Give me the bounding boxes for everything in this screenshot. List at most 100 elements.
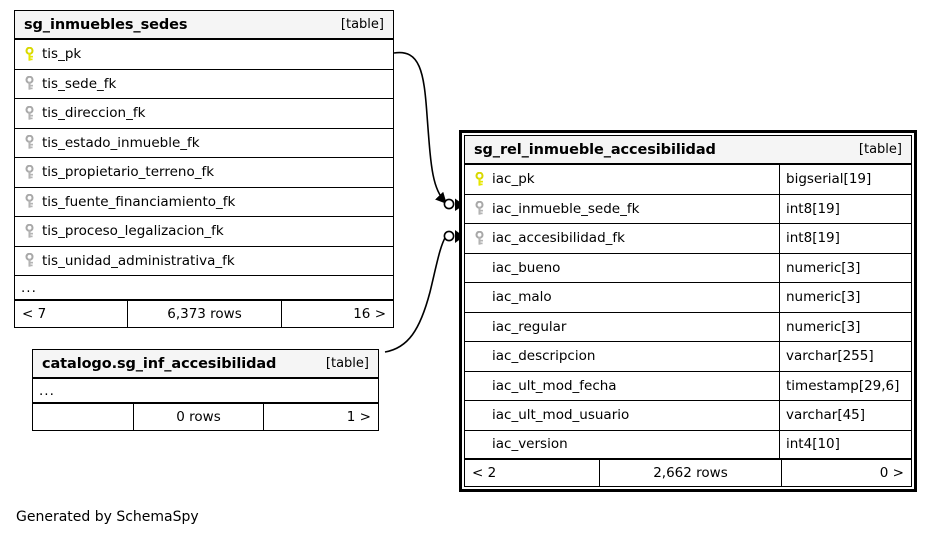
column-type-cell: int4[10]	[779, 430, 911, 458]
column-cell: tis_sede_fk	[15, 70, 393, 99]
column-cell: tis_proceso_legalizacion_fk	[15, 217, 393, 246]
column-cell: iac_ult_mod_usuario	[465, 401, 779, 430]
column-type-cell: int8[19]	[779, 194, 911, 223]
column-name: iac_descripcion	[492, 348, 596, 365]
table-row[interactable]: iac_malo numeric[3]	[465, 283, 911, 313]
table-row[interactable]: iac_ult_mod_fecha timestamp[29,6]	[465, 371, 911, 401]
column-cell: tis_direccion_fk	[15, 99, 393, 128]
column-cell: tis_unidad_administrativa_fk	[15, 247, 393, 276]
key-icon-foreign	[472, 200, 487, 216]
relationship-endpoint-circle-accesibilidad	[443, 230, 455, 242]
table-kind-label: [table]	[340, 17, 384, 32]
prev-tables-button[interactable]	[33, 404, 133, 430]
table-row[interactable]: tis_propietario_terreno_fk	[15, 158, 393, 188]
table-footer-catalogo-sg-inf-accesibilidad: 0 rows 1 >	[33, 404, 378, 430]
table-row[interactable]: iac_ult_mod_usuario varchar[45]	[465, 401, 911, 431]
more-columns-indicator: ...	[33, 379, 378, 404]
next-tables-button[interactable]: 1 >	[346, 409, 371, 425]
column-name: tis_sede_fk	[42, 75, 117, 92]
column-name: iac_inmueble_sede_fk	[492, 200, 640, 217]
column-name: tis_estado_inmueble_fk	[42, 134, 200, 151]
column-cell: tis_pk	[15, 40, 393, 69]
table-row[interactable]: iac_pk bigserial[19]	[465, 165, 911, 195]
key-icon-foreign	[22, 134, 37, 150]
column-name: iac_pk	[492, 171, 535, 188]
table-row[interactable]: iac_version int4[10]	[465, 430, 911, 460]
generated-by-label: Generated by SchemaSpy	[16, 509, 199, 525]
table-header-catalogo-sg-inf-accesibilidad: catalogo.sg_inf_accesibilidad [table]	[33, 350, 378, 379]
table-footer-sg-inmuebles-sedes: < 7 6,373 rows 16 >	[15, 301, 393, 327]
table-row[interactable]: tis_pk	[15, 40, 393, 70]
table-title: sg_rel_inmueble_accesibilidad	[474, 141, 716, 158]
table-row[interactable]: tis_proceso_legalizacion_fk	[15, 217, 393, 247]
row-count-label: 2,662 rows	[598, 460, 783, 486]
column-type-cell: varchar[45]	[779, 401, 911, 430]
table-row[interactable]: iac_accesibilidad_fk int8[19]	[465, 224, 911, 254]
next-tables-button[interactable]: 16 >	[353, 306, 386, 322]
table-title: sg_inmuebles_sedes	[24, 16, 188, 33]
table-row[interactable]: tis_fuente_financiamiento_fk	[15, 188, 393, 217]
column-cell: iac_version	[465, 431, 779, 459]
column-cell: iac_descripcion	[465, 342, 779, 371]
table-row[interactable]: tis_sede_fk	[15, 70, 393, 99]
table-sg-inmuebles-sedes[interactable]: sg_inmuebles_sedes [table] tis_pk	[14, 10, 394, 328]
table-row[interactable]: tis_direccion_fk	[15, 99, 393, 129]
table-row[interactable]: iac_regular numeric[3]	[465, 312, 911, 342]
key-icon-foreign	[22, 193, 37, 209]
table-row[interactable]: tis_unidad_administrativa_fk	[15, 247, 393, 276]
table-row[interactable]: iac_bueno numeric[3]	[465, 253, 911, 283]
column-cell: iac_malo	[465, 283, 779, 312]
prev-tables-button[interactable]: < 2	[472, 465, 497, 481]
column-name: iac_regular	[492, 318, 567, 335]
column-cell: iac_pk	[465, 165, 779, 194]
column-cell: tis_fuente_financiamiento_fk	[15, 188, 393, 217]
column-cell: iac_regular	[465, 313, 779, 342]
column-cell: tis_estado_inmueble_fk	[15, 129, 393, 158]
column-name: tis_pk	[42, 46, 82, 63]
table-row[interactable]: iac_descripcion varchar[255]	[465, 342, 911, 372]
column-cell: tis_propietario_terreno_fk	[15, 158, 393, 187]
table-sg-rel-inmueble-accesibilidad[interactable]: sg_rel_inmueble_accesibilidad [table] ia…	[459, 130, 917, 492]
table-kind-label: [table]	[858, 142, 902, 157]
table-kind-label: [table]	[325, 356, 369, 371]
column-type-cell: int8[19]	[779, 224, 911, 253]
table-catalogo-sg-inf-accesibilidad[interactable]: catalogo.sg_inf_accesibilidad [table] ..…	[32, 349, 379, 431]
row-count-label: 0 rows	[133, 404, 264, 430]
table-row[interactable]: tis_estado_inmueble_fk	[15, 129, 393, 158]
relationship-edge-accesibilidad	[384, 235, 447, 353]
column-type-cell: numeric[3]	[779, 253, 911, 282]
prev-tables-button[interactable]: < 7	[22, 306, 47, 322]
column-cell: iac_bueno	[465, 254, 779, 283]
column-cell: iac_ult_mod_fecha	[465, 372, 779, 401]
column-name: tis_fuente_financiamiento_fk	[42, 193, 236, 210]
key-icon-primary	[472, 171, 487, 187]
table-footer-sg-rel-inmueble-accesibilidad: < 2 2,662 rows 0 >	[465, 460, 911, 486]
column-name: tis_proceso_legalizacion_fk	[42, 223, 224, 240]
next-tables-button[interactable]: 0 >	[879, 465, 904, 481]
column-name: iac_version	[492, 436, 568, 453]
column-type-cell: timestamp[29,6]	[779, 371, 911, 400]
row-count-label: 6,373 rows	[127, 301, 282, 327]
column-cell: iac_accesibilidad_fk	[465, 224, 779, 253]
key-icon-foreign	[22, 252, 37, 268]
key-icon-primary	[22, 46, 37, 62]
column-type-cell: numeric[3]	[779, 283, 911, 312]
column-name: iac_malo	[492, 289, 552, 306]
column-type-cell: varchar[255]	[779, 342, 911, 371]
key-icon-foreign	[22, 105, 37, 121]
column-type-cell: bigserial[19]	[779, 165, 911, 194]
key-icon-foreign	[22, 75, 37, 91]
column-name: iac_bueno	[492, 259, 561, 276]
relationship-edge-inmueble-sede	[393, 51, 447, 204]
column-name: tis_unidad_administrativa_fk	[42, 252, 235, 269]
column-name: tis_propietario_terreno_fk	[42, 164, 215, 181]
column-name: tis_direccion_fk	[42, 105, 146, 122]
relationship-endpoint-circle-inmueble-sede	[443, 198, 455, 210]
key-icon-foreign	[472, 230, 487, 246]
table-header-sg-rel-inmueble-accesibilidad: sg_rel_inmueble_accesibilidad [table]	[465, 136, 911, 165]
column-name: iac_ult_mod_fecha	[492, 377, 617, 394]
table-row[interactable]: iac_inmueble_sede_fk int8[19]	[465, 194, 911, 224]
column-name: iac_ult_mod_usuario	[492, 407, 630, 424]
key-icon-foreign	[22, 223, 37, 239]
table-header-sg-inmuebles-sedes: sg_inmuebles_sedes [table]	[15, 11, 393, 40]
